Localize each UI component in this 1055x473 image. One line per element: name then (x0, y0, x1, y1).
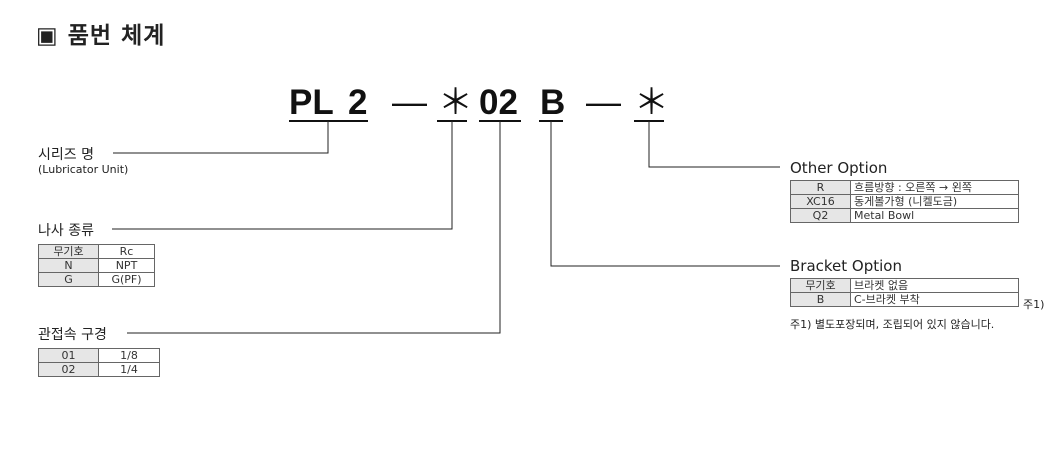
leader-port (127, 121, 501, 334)
table-cell: 무기호 (790, 278, 851, 293)
code-dash-2: — (586, 83, 621, 122)
table-cell: 흐름방향 : 오른쪽 → 왼쪽 (850, 180, 1019, 195)
table-cell: 브라켓 없음 (850, 278, 1019, 293)
port-label: 관접속 구경 (38, 327, 107, 343)
table-cell: 1/4 (98, 362, 160, 377)
table-row: G G(PF) (38, 272, 155, 287)
table-cell: 02 (38, 362, 99, 377)
table-cell: N (38, 258, 99, 273)
table-row: Q2 Metal Bowl (790, 208, 1019, 223)
port-table: 01 1/8 02 1/4 (38, 348, 160, 377)
table-cell: 무기호 (38, 244, 99, 259)
table-cell: NPT (98, 258, 155, 273)
table-row: XC16 동게볼가형 (니켈도금) (790, 194, 1019, 209)
table-row: B C-브라켓 부착 (790, 292, 1019, 307)
table-cell: G (38, 272, 99, 287)
leader-thread (112, 121, 453, 230)
table-row: 무기호 브라켓 없음 (790, 278, 1019, 293)
code-series: PL (289, 83, 334, 122)
table-cell: C-브라켓 부착 (850, 292, 1019, 307)
bracket-note-ref: 주1) (1023, 298, 1045, 311)
code-port: 02 (479, 83, 518, 122)
code-bracket: B (540, 83, 566, 122)
other-option-label: Other Option (790, 159, 888, 177)
table-cell: 1/8 (98, 348, 160, 363)
leader-bracket (550, 121, 780, 267)
table-cell: Metal Bowl (850, 208, 1019, 223)
page-title: ▣ 품번 체계 (36, 23, 166, 49)
table-row: 무기호 Rc (38, 244, 155, 259)
code-option-placeholder: ＊ (634, 83, 670, 122)
series-sub-label: (Lubricator Unit) (38, 163, 129, 176)
thread-table: 무기호 Rc N NPT G G(PF) (38, 244, 155, 287)
other-option-table: R 흐름방향 : 오른쪽 → 왼쪽 XC16 동게볼가형 (니켈도금) Q2 M… (790, 180, 1019, 223)
thread-label: 나사 종류 (38, 223, 94, 239)
table-cell: Rc (98, 244, 155, 259)
table-cell: Q2 (790, 208, 851, 223)
table-cell: G(PF) (98, 272, 155, 287)
code-number: 2 (348, 83, 368, 122)
bracket-option-label: Bracket Option (790, 257, 902, 275)
table-cell: R (790, 180, 851, 195)
series-label: 시리즈 명 (38, 147, 94, 163)
table-row: 02 1/4 (38, 362, 160, 377)
code-dash-1: — (392, 83, 427, 122)
bracket-option-table: 무기호 브라켓 없음 B C-브라켓 부착 (790, 278, 1019, 307)
code-thread-placeholder: ＊ (438, 83, 474, 122)
table-row: 01 1/8 (38, 348, 160, 363)
bracket-note: 주1) 별도포장되며, 조립되어 있지 않습니다. (790, 318, 995, 331)
table-cell: B (790, 292, 851, 307)
table-row: R 흐름방향 : 오른쪽 → 왼쪽 (790, 180, 1019, 195)
table-cell: XC16 (790, 194, 851, 209)
table-cell: 동게볼가형 (니켈도금) (850, 194, 1019, 209)
table-cell: 01 (38, 348, 99, 363)
table-row: N NPT (38, 258, 155, 273)
leader-option (648, 121, 780, 168)
leader-series (113, 121, 329, 154)
